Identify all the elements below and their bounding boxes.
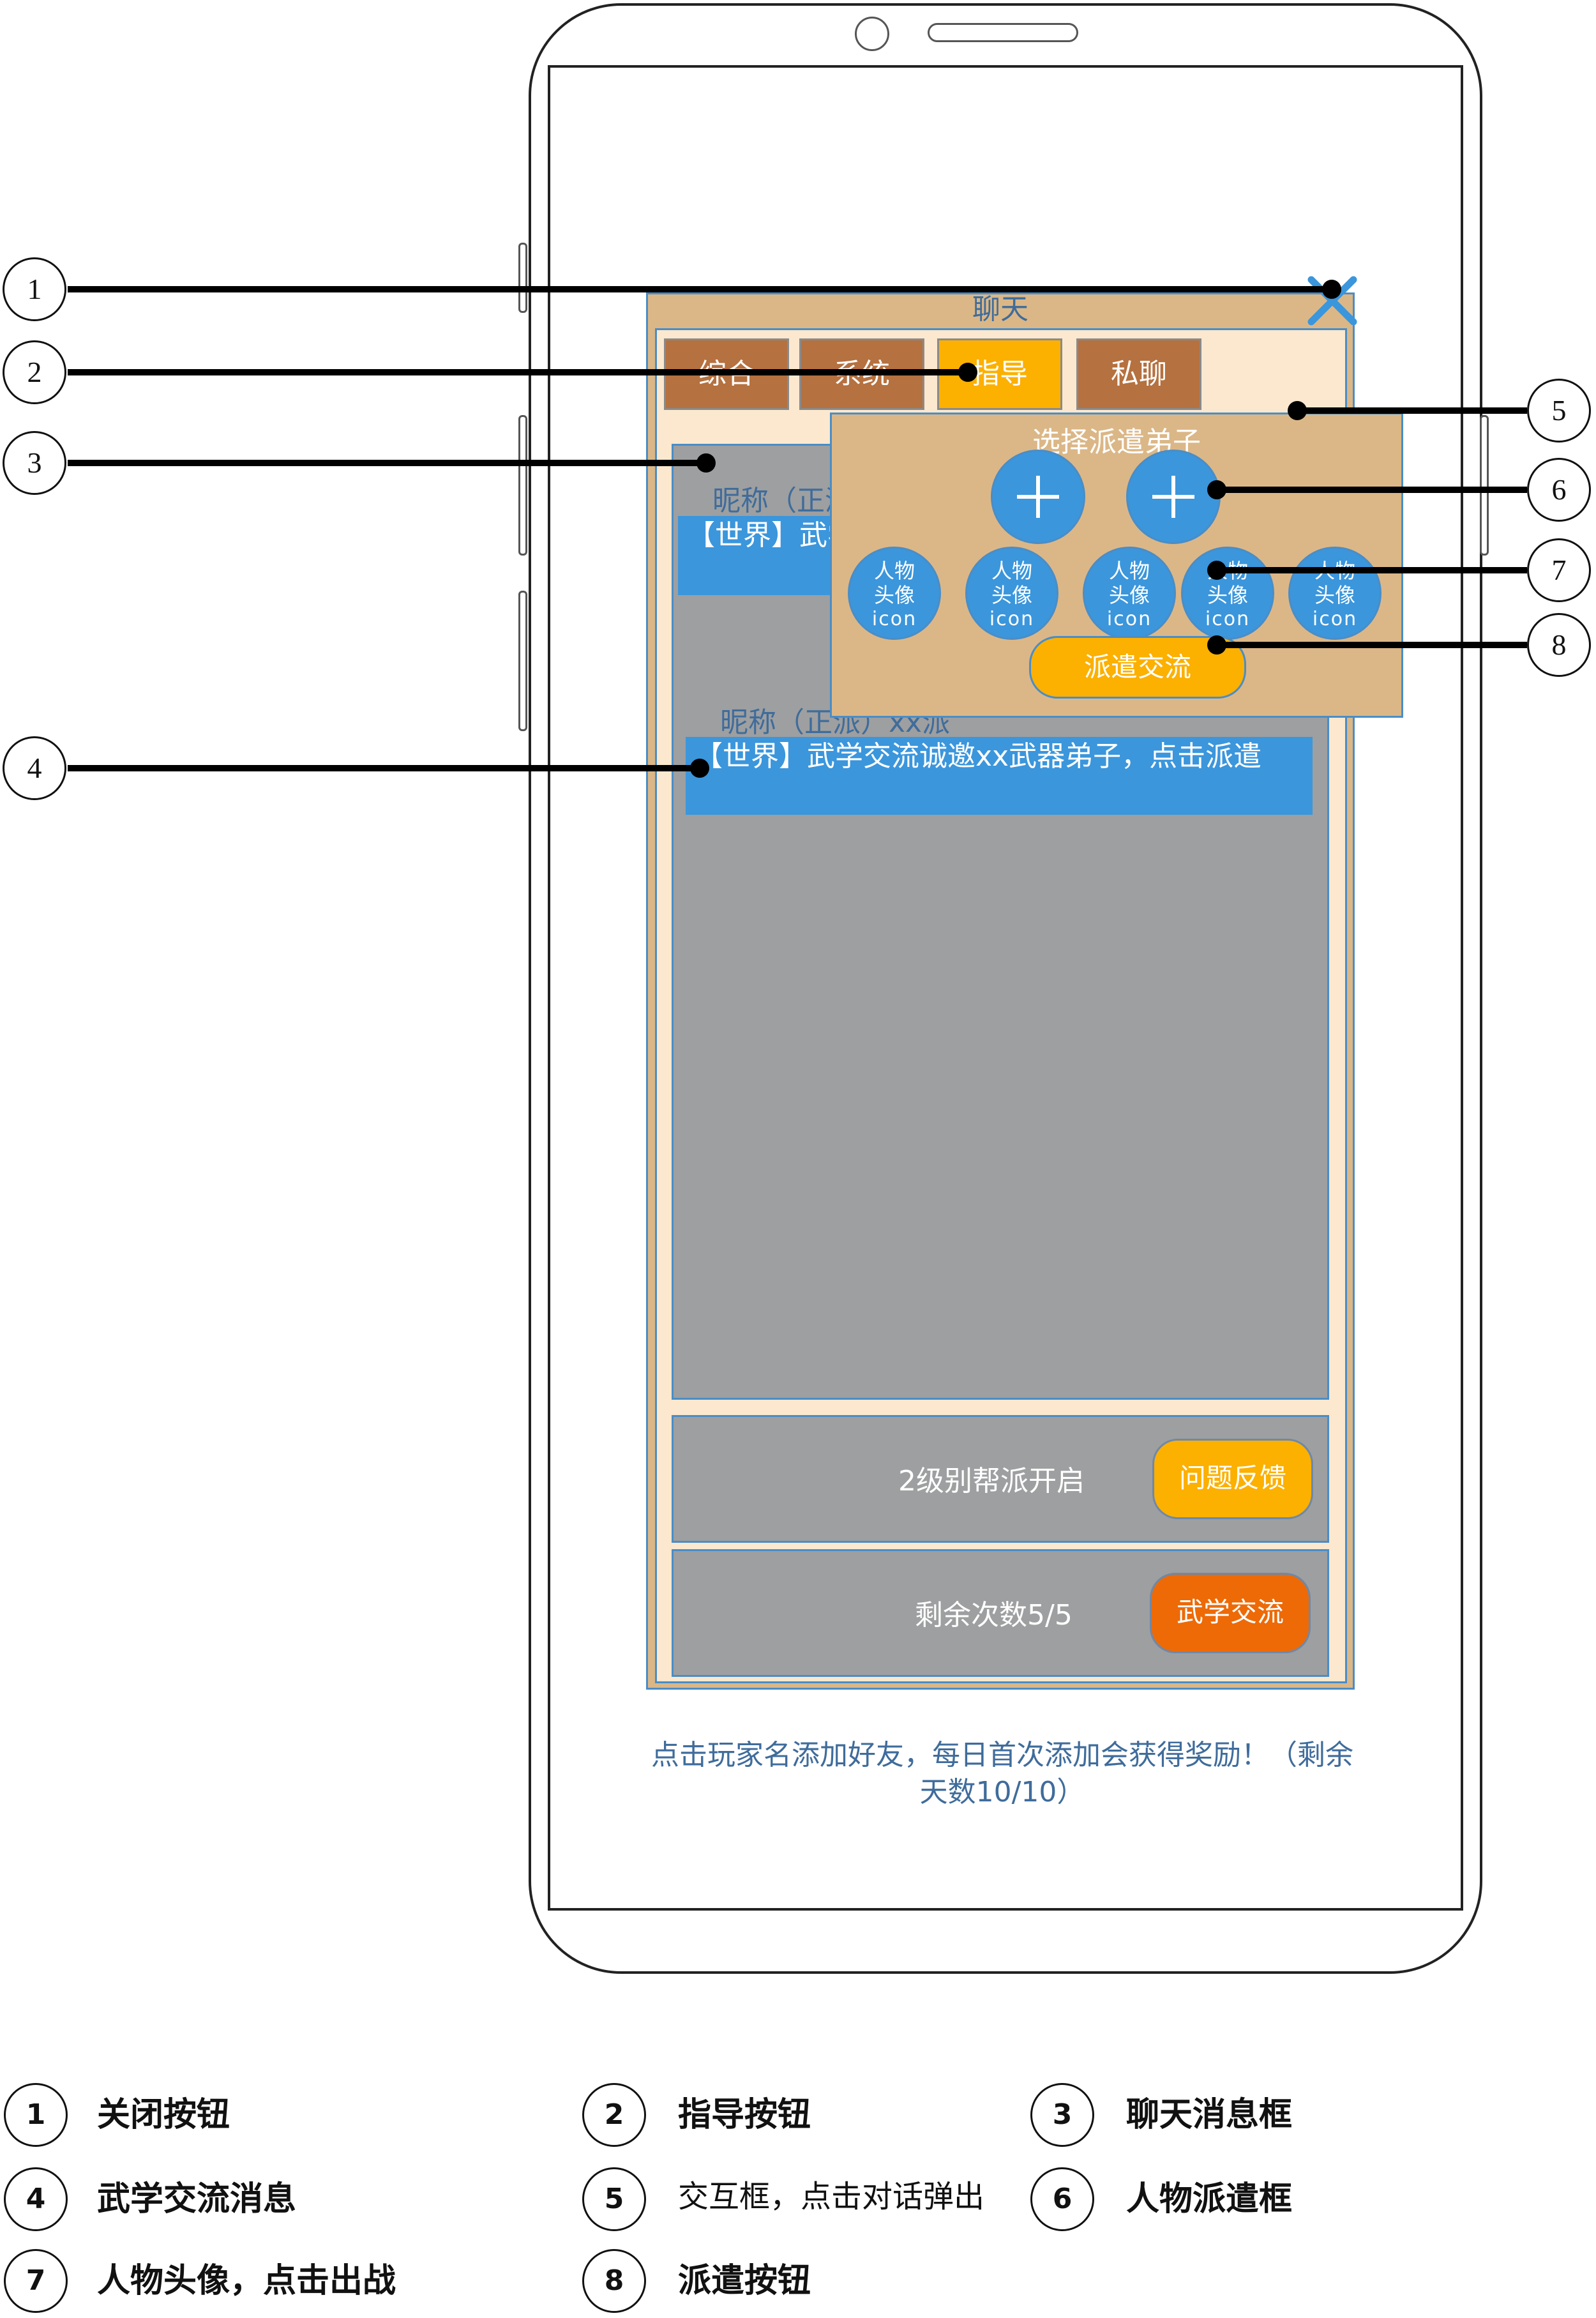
callout-5: 5 [1527, 379, 1591, 443]
legend-number: 4 [4, 2167, 68, 2231]
side-button-mute [518, 243, 527, 313]
legend-number: 2 [582, 2083, 646, 2147]
character-avatar[interactable]: 人物头像 icon [1181, 547, 1274, 640]
callout-line-8 [1217, 642, 1527, 648]
avatar-label: 人物头像 [991, 559, 1032, 607]
legend-label: 聊天消息框 [1126, 2096, 1293, 2134]
legend-number: 7 [4, 2249, 68, 2313]
callout-dot-4 [690, 759, 709, 778]
guild-bar-text: 2级别帮派开启 [898, 1465, 1085, 1497]
martial-exchange-message[interactable]: 【世界】武学交流诚邀xx武器弟子，点击派遣 [686, 737, 1313, 815]
plus-icon [1017, 476, 1059, 518]
callout-line-2 [68, 369, 968, 375]
legend-number: 1 [4, 2083, 68, 2147]
add-slot-button[interactable] [991, 450, 1085, 544]
callout-line-1 [68, 286, 1332, 292]
plus-icon [1152, 476, 1194, 518]
legend-label: 人物头像，点击出战 [97, 2262, 396, 2300]
avatar-icon-text: icon [1205, 608, 1251, 630]
character-avatar[interactable]: 人物头像 icon [965, 547, 1058, 640]
legend-number: 8 [582, 2249, 646, 2313]
tab-private[interactable]: 私聊 [1076, 338, 1201, 410]
callout-7: 7 [1527, 538, 1591, 602]
chat-title: 聊天 [972, 293, 1028, 326]
legend-label: 武学交流消息 [97, 2180, 297, 2218]
callout-line-6 [1217, 487, 1527, 493]
exchange-bar: 剩余次数5/5 武学交流 [672, 1549, 1329, 1677]
callout-4: 4 [3, 736, 66, 800]
legend-label: 派遣按钮 [678, 2262, 811, 2300]
callout-1: 1 [3, 257, 66, 321]
side-button-volume-up [518, 415, 527, 556]
callout-dot-7 [1207, 561, 1226, 580]
avatar-label: 人物头像 [873, 559, 915, 607]
callout-dot-3 [696, 453, 716, 473]
add-slot-button[interactable] [1126, 450, 1221, 544]
callout-dot-6 [1207, 480, 1226, 499]
callout-2: 2 [3, 340, 66, 404]
callout-dot-8 [1207, 635, 1226, 655]
legend-number: 3 [1030, 2083, 1094, 2147]
avatar-icon-text: icon [1312, 608, 1358, 630]
callout-dot-5 [1288, 401, 1307, 420]
legend-number: 5 [582, 2167, 646, 2231]
legend-label: 交互框，点击对话弹出 [678, 2179, 985, 2215]
side-button-power [1480, 415, 1489, 556]
callout-dot-2 [958, 363, 977, 382]
callout-6: 6 [1527, 458, 1591, 522]
legend-label: 人物派遣框 [1126, 2180, 1293, 2218]
character-avatar[interactable]: 人物头像 icon [1288, 547, 1381, 640]
popup-title: 选择派遣弟子 [1032, 426, 1201, 458]
remaining-count-text: 剩余次数5/5 [915, 1599, 1073, 1632]
earpiece-speaker [928, 23, 1078, 42]
callout-3: 3 [3, 431, 66, 495]
guild-bar: 2级别帮派开启 问题反馈 [672, 1415, 1329, 1543]
callout-line-5 [1297, 407, 1527, 414]
avatar-label: 人物头像 [1108, 559, 1150, 607]
callout-line-4 [68, 765, 700, 771]
legend-label: 指导按钮 [678, 2096, 811, 2134]
martial-exchange-button[interactable]: 武学交流 [1150, 1573, 1311, 1653]
callout-dot-1 [1322, 280, 1341, 299]
character-avatar[interactable]: 人物头像 icon [848, 547, 941, 640]
feedback-button[interactable]: 问题反馈 [1152, 1439, 1313, 1519]
callout-8: 8 [1527, 613, 1591, 677]
character-avatar[interactable]: 人物头像 icon [1083, 547, 1176, 640]
avatar-icon-text: icon [871, 608, 917, 630]
front-camera [855, 17, 889, 51]
avatar-icon-text: icon [1106, 608, 1152, 630]
add-friend-hint: 点击玩家名添加好友，每日首次添加会获得奖励！（剩余天数10/10） [651, 1739, 1353, 1808]
dispatch-button[interactable]: 派遣交流 [1029, 636, 1246, 699]
callout-line-3 [68, 460, 706, 466]
legend-number: 6 [1030, 2167, 1094, 2231]
avatar-label: 人物头像 [1314, 559, 1355, 607]
legend-label: 关闭按钮 [97, 2096, 230, 2134]
side-button-volume-down [518, 591, 527, 731]
avatar-icon-text: icon [989, 608, 1035, 630]
callout-line-7 [1217, 567, 1527, 573]
